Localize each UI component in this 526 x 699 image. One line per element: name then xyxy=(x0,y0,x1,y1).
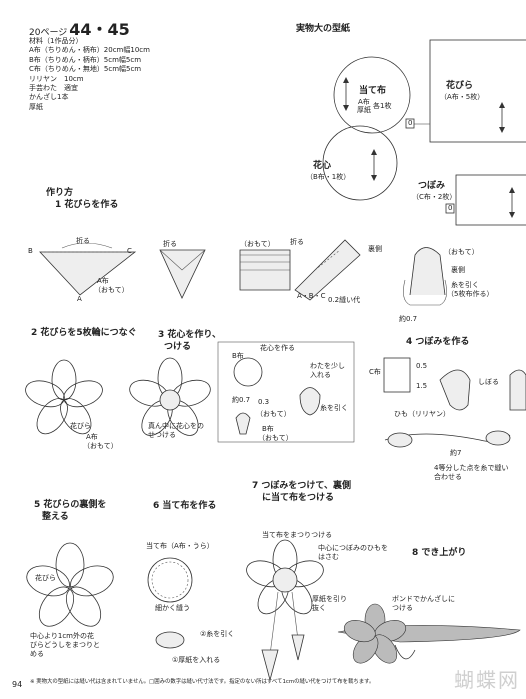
label-oru3: 折る xyxy=(290,238,304,246)
label-B-nuno2: B布 xyxy=(262,425,274,433)
label-kashin-make: 花心を作る xyxy=(260,344,295,352)
step-1-title: 1 花びらを作る xyxy=(55,200,119,210)
label-C: C xyxy=(127,247,132,255)
label-ura2: 裏側 xyxy=(451,266,465,274)
label-A-nuno: A布 xyxy=(97,277,109,285)
kashin-sub: （B布・1枚） xyxy=(306,173,351,181)
step-2-title: 2 花びらを5枚輪につなぐ xyxy=(31,328,137,338)
kashin-pattern-circle xyxy=(322,125,398,201)
label-omote: （おもて） xyxy=(94,286,129,294)
step-7-title-a: 7 つぼみをつけて、裏側 xyxy=(252,481,351,491)
hanabira-sub: （A布・5枚） xyxy=(440,93,485,101)
step-3-title-a: 3 花心を作り、 xyxy=(158,330,222,340)
label-himo: ひも（リリヤン） xyxy=(394,410,450,418)
label-oru: 折る xyxy=(76,237,90,245)
materials-list: 材料（1作品分） A布（ちりめん・柄布）20cm幅10cm B布（ちりめん・柄布… xyxy=(29,37,150,112)
material-line: 手芸わた 適宜 xyxy=(29,84,78,93)
tsubomi-label: つぼみ xyxy=(418,181,446,191)
pattern-title: 実物大の型紙 xyxy=(296,24,351,34)
label-omote3: （おもて） xyxy=(444,248,479,256)
label-nuishiro: 0.2縫い代 xyxy=(328,296,361,304)
materials-title: 材料（1作品分） xyxy=(29,37,83,45)
material-line: B布（ちりめん・柄布）5cm幅5cm xyxy=(29,55,142,64)
label-B: B xyxy=(28,247,33,255)
label-ate-matsuri: 当て布をまつりつける xyxy=(262,531,333,539)
label-omote6: （おもて） xyxy=(258,434,293,442)
label-yaku07: 約0.7 xyxy=(399,315,418,323)
label-mannaka: 真ん中に花心をのせつける xyxy=(148,422,204,439)
atenuno-sub1: A布 xyxy=(358,98,370,106)
label-five-nuno: （5枚布作る） xyxy=(447,290,494,298)
label-yaku7: 約7 xyxy=(450,449,462,457)
atenuno-sub2: 厚紙 xyxy=(357,106,371,114)
label-hanabira2: 花びら xyxy=(35,574,56,582)
label-ito-hiku2: 糸を引く xyxy=(320,404,348,412)
hanabira-label: 花びら xyxy=(446,81,474,91)
tsubomi-pattern-rect xyxy=(455,174,526,226)
hanabira-pattern-rect xyxy=(429,39,526,143)
label-chushin-himo: 中心につぼみのひもをはさむ xyxy=(318,544,388,561)
label-oru2: 折る xyxy=(163,240,177,248)
material-line: リリヤン 10cm xyxy=(29,74,84,83)
label-yaku07b: 約0.7 xyxy=(232,396,251,404)
label-v03: 0.3 xyxy=(258,398,270,406)
step-8-title: 8 でき上がり xyxy=(412,548,467,558)
label-ura: 裏側 xyxy=(368,245,382,253)
label-ito-hiku: 糸を引く xyxy=(451,281,479,289)
label-ate-ura: 当て布（A布・うら） xyxy=(146,542,214,550)
watermark: 蝴蝶网 xyxy=(454,668,520,692)
label-ABC: A・B・C xyxy=(297,292,326,300)
material-line: C布（ちりめん・無地）5cm幅5cm xyxy=(29,65,142,74)
step-4-title: 4 つぼみを作る xyxy=(406,337,470,347)
label-nakashin: 中心より1cm外の花びらどうしをまつりとめる xyxy=(30,632,100,658)
label-omote4: （おもて） xyxy=(83,442,118,450)
page-label: 20ページ xyxy=(29,28,68,38)
atenuno-count: 各1枚 xyxy=(373,102,392,110)
atenuno-label: 当て布 xyxy=(359,86,387,96)
step-5-title-b: 整える xyxy=(42,512,69,522)
label-wata: わたを少し入れる xyxy=(310,362,345,379)
label-omote2: （おもて） xyxy=(240,240,275,248)
page-number: 94 xyxy=(12,680,23,689)
seam-allowance-0: 0 xyxy=(408,119,413,127)
page-numbers: 44・45 xyxy=(69,20,130,39)
label-four-ten: 4等分した点を糸で縫い合わせる xyxy=(434,464,509,481)
label-A-nuno2: A布 xyxy=(86,433,98,441)
step-7-title-b: に当て布をつける xyxy=(262,493,335,503)
step-5-title-a: 5 花びらの裏側を xyxy=(34,500,107,510)
material-line: 厚紙 xyxy=(29,102,43,111)
step-3-title-b: つける xyxy=(164,342,192,352)
atenuno-pattern-circle xyxy=(333,56,411,134)
label-v05: 0.5 xyxy=(416,362,428,370)
tsubomi-sub: （C布・2枚） xyxy=(412,193,457,201)
label-ito-hiku3: ②糸を引く xyxy=(200,630,235,638)
label-shiboru: しぼる xyxy=(478,378,499,386)
label-hanabira: 花びら xyxy=(70,422,91,430)
seam-allowance-0b: 0 xyxy=(448,204,453,212)
material-line: A布（ちりめん・柄布）20cm幅10cm xyxy=(29,46,150,55)
material-line: かんざし1本 xyxy=(29,93,69,102)
label-v15: 1.5 xyxy=(416,382,428,390)
label-B-nuno: B布 xyxy=(232,352,244,360)
label-bond: ボンドでかんざしにつける xyxy=(392,595,455,612)
label-A: A xyxy=(77,295,82,303)
howto-title: 作り方 xyxy=(46,188,74,198)
step-6-title: 6 当て布を作る xyxy=(153,501,217,511)
label-omote5: （おもて） xyxy=(256,410,291,418)
label-atsugami-ireru: ①厚紙を入れる xyxy=(172,656,221,664)
label-C-nuno: C布 xyxy=(369,368,381,376)
label-komakaku: 細かく縫う xyxy=(155,604,190,612)
label-atsugami-nuku: 厚紙を引り抜く xyxy=(312,595,347,612)
footnote: ※ 実物大の型紙には縫い代は含まれていません。□囲みの数字は縫い代寸法です。指定… xyxy=(30,679,375,685)
kashin-label: 花心 xyxy=(313,161,332,171)
